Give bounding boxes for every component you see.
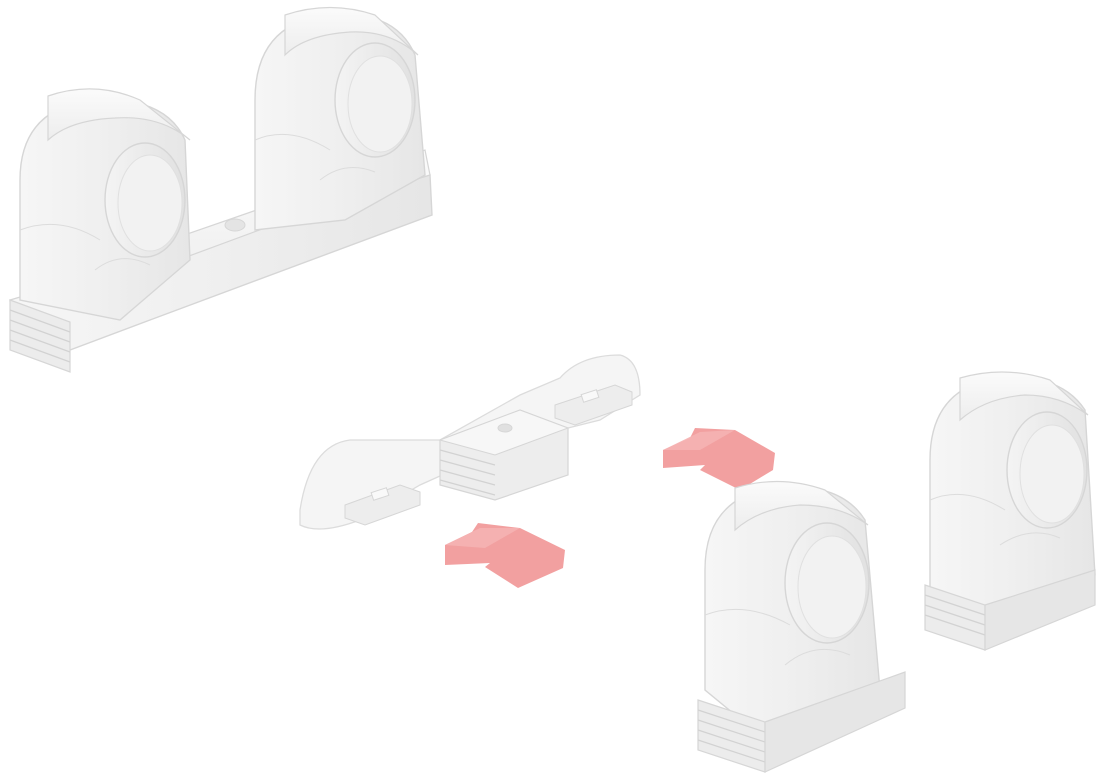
double-clip-center-hole <box>225 219 245 231</box>
single-clip-front <box>698 481 905 772</box>
connector-center-block <box>440 410 568 500</box>
arrow-lower <box>445 523 565 588</box>
single-clip-back <box>925 372 1095 650</box>
arrow-upper <box>663 428 775 490</box>
assembled-double-clip <box>10 8 432 373</box>
connector-base-plate <box>300 355 640 529</box>
